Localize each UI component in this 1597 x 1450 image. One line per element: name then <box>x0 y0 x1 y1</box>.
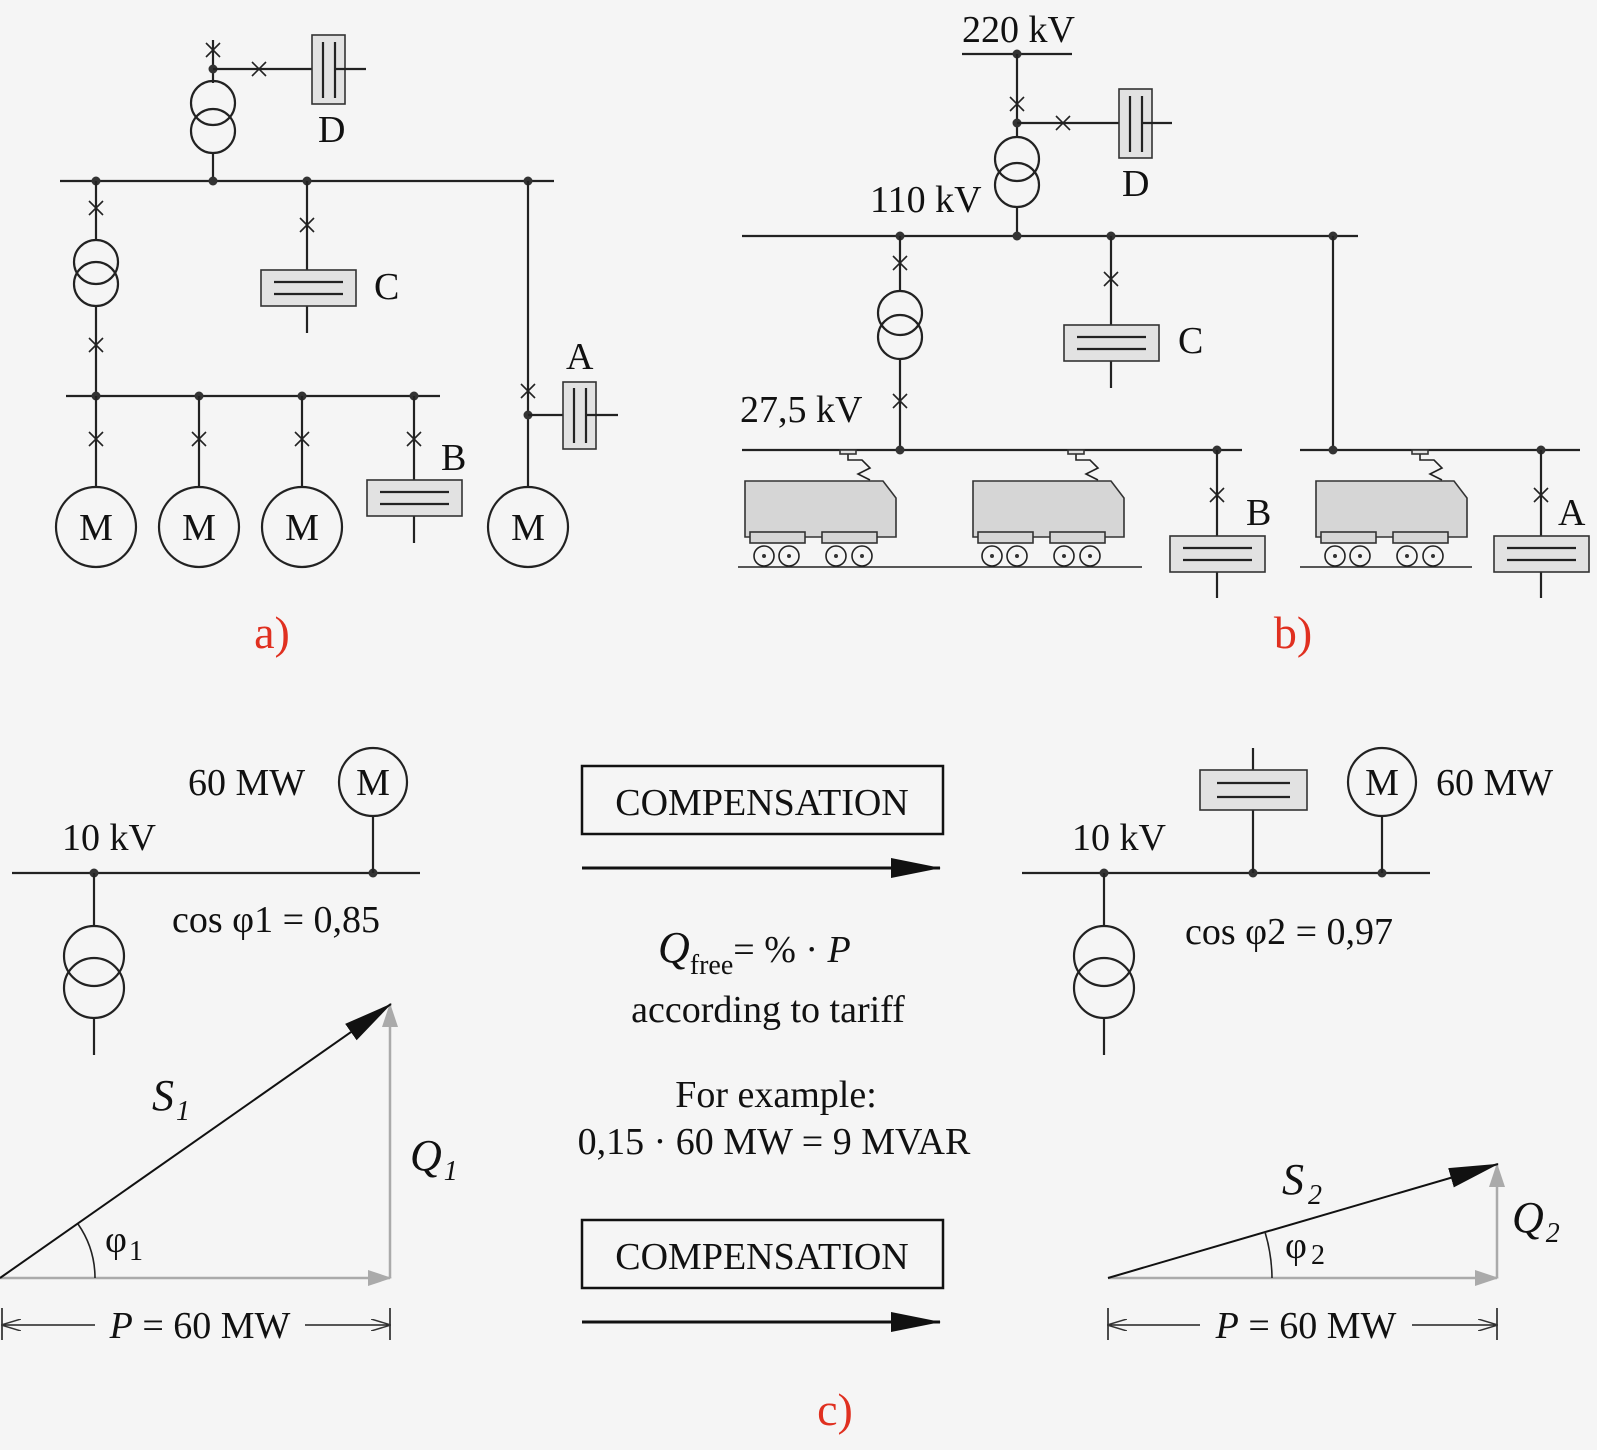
circuit-after: 10 kV M 60 MW cos φ2 = 0,97 <box>1022 746 1553 1055</box>
svg-text:M: M <box>182 507 216 549</box>
voltage-220kv: 220 kV <box>962 9 1076 51</box>
label-a: A <box>1558 492 1586 534</box>
active-power-before: P = 60 MW <box>109 1305 291 1347</box>
locomotive <box>1315 449 1468 567</box>
svg-text:M: M <box>285 507 319 549</box>
active-power-after: P = 60 MW <box>1215 1305 1397 1347</box>
label-c: C <box>1178 320 1203 362</box>
transformer <box>62 924 126 1020</box>
compensation-box-bottom: COMPENSATION <box>580 1218 945 1290</box>
capacitor-a <box>562 381 618 450</box>
svg-text:M: M <box>356 762 390 804</box>
motor: M <box>260 485 344 569</box>
locomotive <box>972 449 1125 567</box>
transformer-feeder <box>72 238 120 308</box>
panel-c: 10 kV M 60 MW cos φ1 = 0,85 S1 Q1 φ1 <box>0 746 1560 1435</box>
label-c: C <box>374 266 399 308</box>
motor: M <box>157 485 241 569</box>
label-d: D <box>318 109 345 151</box>
compensation-center: COMPENSATION Qfree= % · P according to t… <box>578 764 971 1332</box>
motor: M <box>337 746 409 818</box>
capacitor-a <box>1493 535 1590 573</box>
svg-text:M: M <box>79 507 113 549</box>
label-a: A <box>566 336 594 378</box>
transformer <box>1072 924 1136 1020</box>
motor: M <box>486 485 570 569</box>
power-factor-before: cos φ1 = 0,85 <box>172 899 380 941</box>
svg-text:M: M <box>1365 762 1399 804</box>
capacitor-d <box>1118 88 1172 159</box>
label-d: D <box>1122 163 1149 205</box>
capacitor-c <box>1063 324 1160 362</box>
panel-a: D C <box>54 34 618 658</box>
example-title: For example: <box>675 1074 877 1116</box>
power-factor-after: cos φ2 = 0,97 <box>1185 911 1393 953</box>
label-q2: Q2 <box>1512 1193 1560 1249</box>
voltage-27kv: 27,5 kV <box>740 389 863 431</box>
capacitor-b <box>366 479 463 517</box>
svg-text:COMPENSATION: COMPENSATION <box>615 782 908 824</box>
motor-power: 60 MW <box>1436 762 1553 804</box>
svg-text:M: M <box>511 507 545 549</box>
q-free-formula: Qfree= % · P <box>658 923 851 981</box>
capacitor-d <box>311 34 366 105</box>
voltage-10kv: 10 kV <box>62 817 157 859</box>
example-calc: 0,15 · 60 MW = 9 MVAR <box>578 1121 971 1163</box>
voltage-110kv: 110 kV <box>870 179 982 221</box>
capacitor-c <box>260 269 357 307</box>
transformer-traction <box>876 289 924 361</box>
transformer-top <box>189 79 237 155</box>
circuit-before: 10 kV M 60 MW cos φ1 = 0,85 <box>12 746 420 1055</box>
label-q1: Q1 <box>410 1131 458 1187</box>
svg-text:COMPENSATION: COMPENSATION <box>615 1236 908 1278</box>
capacitor-b <box>1169 535 1266 573</box>
caption-b: b) <box>1274 607 1312 658</box>
locomotive <box>744 449 897 567</box>
motor: M <box>1346 746 1418 818</box>
caption-a: a) <box>254 607 290 658</box>
tariff-text: according to tariff <box>631 989 905 1031</box>
capacitor-bank <box>1199 769 1308 811</box>
label-b: B <box>441 437 466 479</box>
motor: M <box>54 485 138 569</box>
transformer-main <box>993 135 1041 209</box>
caption-c: c) <box>817 1384 853 1435</box>
panel-b: 220 kV D 110 kV <box>738 9 1590 658</box>
voltage-10kv: 10 kV <box>1072 817 1167 859</box>
label-b: B <box>1246 492 1271 534</box>
power-triangle-before: S1 Q1 φ1 P = 60 MW <box>0 1003 458 1347</box>
label-s1: S1 <box>152 1071 190 1127</box>
motor-power: 60 MW <box>188 762 305 804</box>
label-phi1: φ1 <box>105 1219 143 1267</box>
compensation-box-top: COMPENSATION <box>580 764 945 836</box>
